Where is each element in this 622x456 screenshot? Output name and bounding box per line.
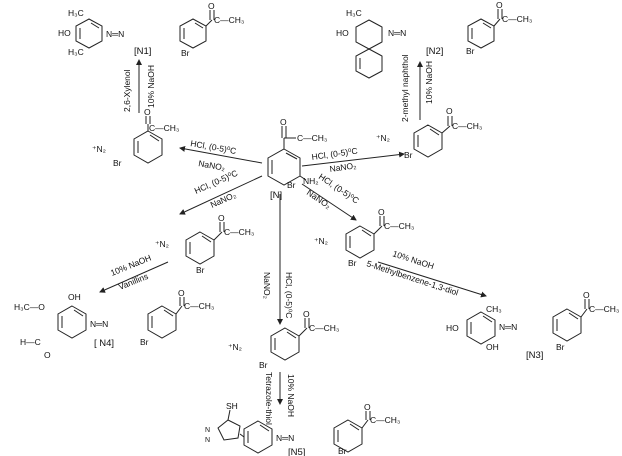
svg-text:C—CH₃: C—CH₃ [184, 301, 214, 311]
svg-text:C—CH₃: C—CH₃ [384, 221, 414, 231]
reagent-down-acid: HCl, (0-5)⁰C [284, 272, 294, 318]
label-n3: [N3] [526, 350, 543, 361]
svg-text:C—CH₃: C—CH₃ [214, 15, 244, 25]
svg-text:C—CH₃: C—CH₃ [149, 123, 179, 133]
svg-text:O: O [178, 288, 185, 298]
n2-azo: N═N [388, 28, 406, 38]
svg-text:O: O [583, 290, 590, 300]
svg-text:H₃C: H₃C [346, 8, 362, 18]
svg-text:CH₃: CH₃ [486, 304, 502, 314]
left-diazonium: O C—CH₃ ⁺N₂ Br [92, 107, 179, 168]
reagent-right-acid: HCl, (0-5)⁰C [311, 146, 358, 162]
svg-text:O: O [496, 0, 503, 10]
label-n2: [N2] [426, 46, 443, 57]
bottom-diazonium-group: ⁺N₂ [228, 342, 242, 352]
svg-text:SH: SH [226, 401, 238, 411]
reagent-n2-base: 10% NaOH [424, 61, 434, 104]
reagent-n5-thiol: Tetrazole-thiol [264, 372, 274, 425]
svg-text:H₃C—O: H₃C—O [14, 302, 45, 312]
svg-text:C—CH₃: C—CH₃ [309, 323, 339, 333]
svg-text:Br: Br [466, 46, 475, 56]
svg-text:Br: Br [348, 258, 357, 268]
svg-text:H—C: H—C [20, 337, 41, 347]
label-n: [N] [270, 190, 282, 201]
n-bromo: Br [287, 180, 296, 190]
svg-text:Br: Br [259, 360, 268, 370]
svg-text:HO: HO [336, 28, 349, 38]
svg-text:N: N [205, 437, 210, 444]
compound-n1-structure: O C—CH₃ H₃C HO H₃C N═N Br [N1] [58, 1, 244, 58]
svg-text:H₃C: H₃C [68, 8, 84, 18]
lower-right-diazonium: O C—CH₃ ⁺N₂ Br [314, 207, 414, 268]
right-diazonium: O C—CH₃ ⁺N₂ Br [376, 106, 482, 160]
svg-text:HO: HO [58, 28, 71, 38]
svg-text:C—CH₃: C—CH₃ [224, 227, 254, 237]
arrow-center-right [301, 151, 405, 167]
compound-n-structure: O C—CH₃ NH₂ Br [N] [267, 117, 327, 201]
svg-text:O: O [446, 106, 453, 116]
label-n1: [N1] [134, 46, 151, 57]
svg-text:O: O [218, 213, 225, 223]
svg-text:O: O [303, 309, 310, 319]
svg-text:HO: HO [446, 323, 459, 333]
reagent-down-nitrite: NaNO₂ [262, 272, 272, 299]
svg-text:Br: Br [404, 150, 413, 160]
n5-azo: N═N [276, 433, 294, 443]
lower-left-diazonium: O C—CH₃ ⁺N₂ Br [155, 213, 254, 275]
compound-n4-structure: O C—CH₃ H₃C—O OH H—C O N═N Br [ N4] [14, 288, 214, 360]
svg-text:Br: Br [556, 342, 565, 352]
n-acetyl: C—CH₃ [297, 133, 327, 143]
n3-azo: N═N [499, 322, 517, 332]
n-carbonyl-o: O [280, 117, 287, 127]
svg-text:C—CH₃: C—CH₃ [589, 304, 619, 314]
compound-n5-structure: SH N N O C—CH₃ N═N Br [N5] [205, 401, 400, 456]
left-diazonium-group: ⁺N₂ [92, 144, 106, 154]
svg-text:O: O [44, 350, 51, 360]
reagent-right-nitrite: NaNO₂ [329, 160, 357, 174]
reagent-lower-right-nitrite: NaNO₂ [305, 187, 333, 210]
svg-text:O: O [378, 207, 385, 217]
arrow-center-left [179, 145, 263, 164]
bottom-diazonium: O C—CH₃ ⁺N₂ Br [228, 309, 339, 370]
svg-text:Br: Br [338, 446, 347, 456]
svg-text:Br: Br [181, 48, 190, 58]
reagent-n5-base: 10% NaOH [286, 374, 296, 417]
right-diazonium-group: ⁺N₂ [376, 133, 390, 143]
svg-text:C—CH₃: C—CH₃ [452, 121, 482, 131]
arrow-to-n3 [377, 261, 487, 298]
arrow-center-lower-left [179, 175, 263, 215]
reagent-lower-left-nitrite: NaNO₂ [209, 190, 238, 210]
lower-left-diazonium-group: ⁺N₂ [155, 239, 169, 249]
svg-text:H₃C: H₃C [68, 47, 84, 57]
svg-text:Br: Br [140, 337, 149, 347]
reagent-left-nitrite: NaNO₂ [198, 158, 226, 173]
label-n5: [N5] [288, 447, 305, 456]
reagent-n2-naphthol: 2-methyl naphthol [400, 54, 410, 122]
n-amino: NH₂ [303, 176, 319, 186]
svg-text:O: O [144, 107, 151, 117]
reagent-n1-base: 10% NaOH [146, 65, 156, 108]
svg-text:N: N [205, 427, 210, 434]
svg-text:OH: OH [486, 342, 499, 352]
svg-text:Br: Br [196, 265, 205, 275]
reagent-left-acid: HCl, (0-5)⁰C [190, 138, 237, 156]
svg-text:Br: Br [113, 158, 122, 168]
svg-text:O: O [208, 1, 215, 11]
svg-text:C—CH₃: C—CH₃ [370, 415, 400, 425]
svg-text:OH: OH [68, 292, 81, 302]
svg-text:O: O [364, 402, 371, 412]
compound-n3-structure: O C—CH₃ CH₃ HO OH N═N Br [N3] [446, 290, 619, 361]
label-n4: [ N4] [94, 338, 114, 349]
arrow-center-lower-right [301, 183, 357, 221]
lower-right-diazonium-group: ⁺N₂ [314, 236, 328, 246]
svg-text:C—CH₃: C—CH₃ [502, 14, 532, 24]
reagent-n1-phenol: 2,6-Xylenol [122, 69, 132, 112]
n4-azo: N═N [90, 319, 108, 329]
arrow-to-n4 [99, 261, 169, 293]
n1-azo: N═N [106, 29, 124, 39]
compound-n2-structure: O C—CH₃ H₃C HO N═N Br [N2] [336, 0, 532, 79]
